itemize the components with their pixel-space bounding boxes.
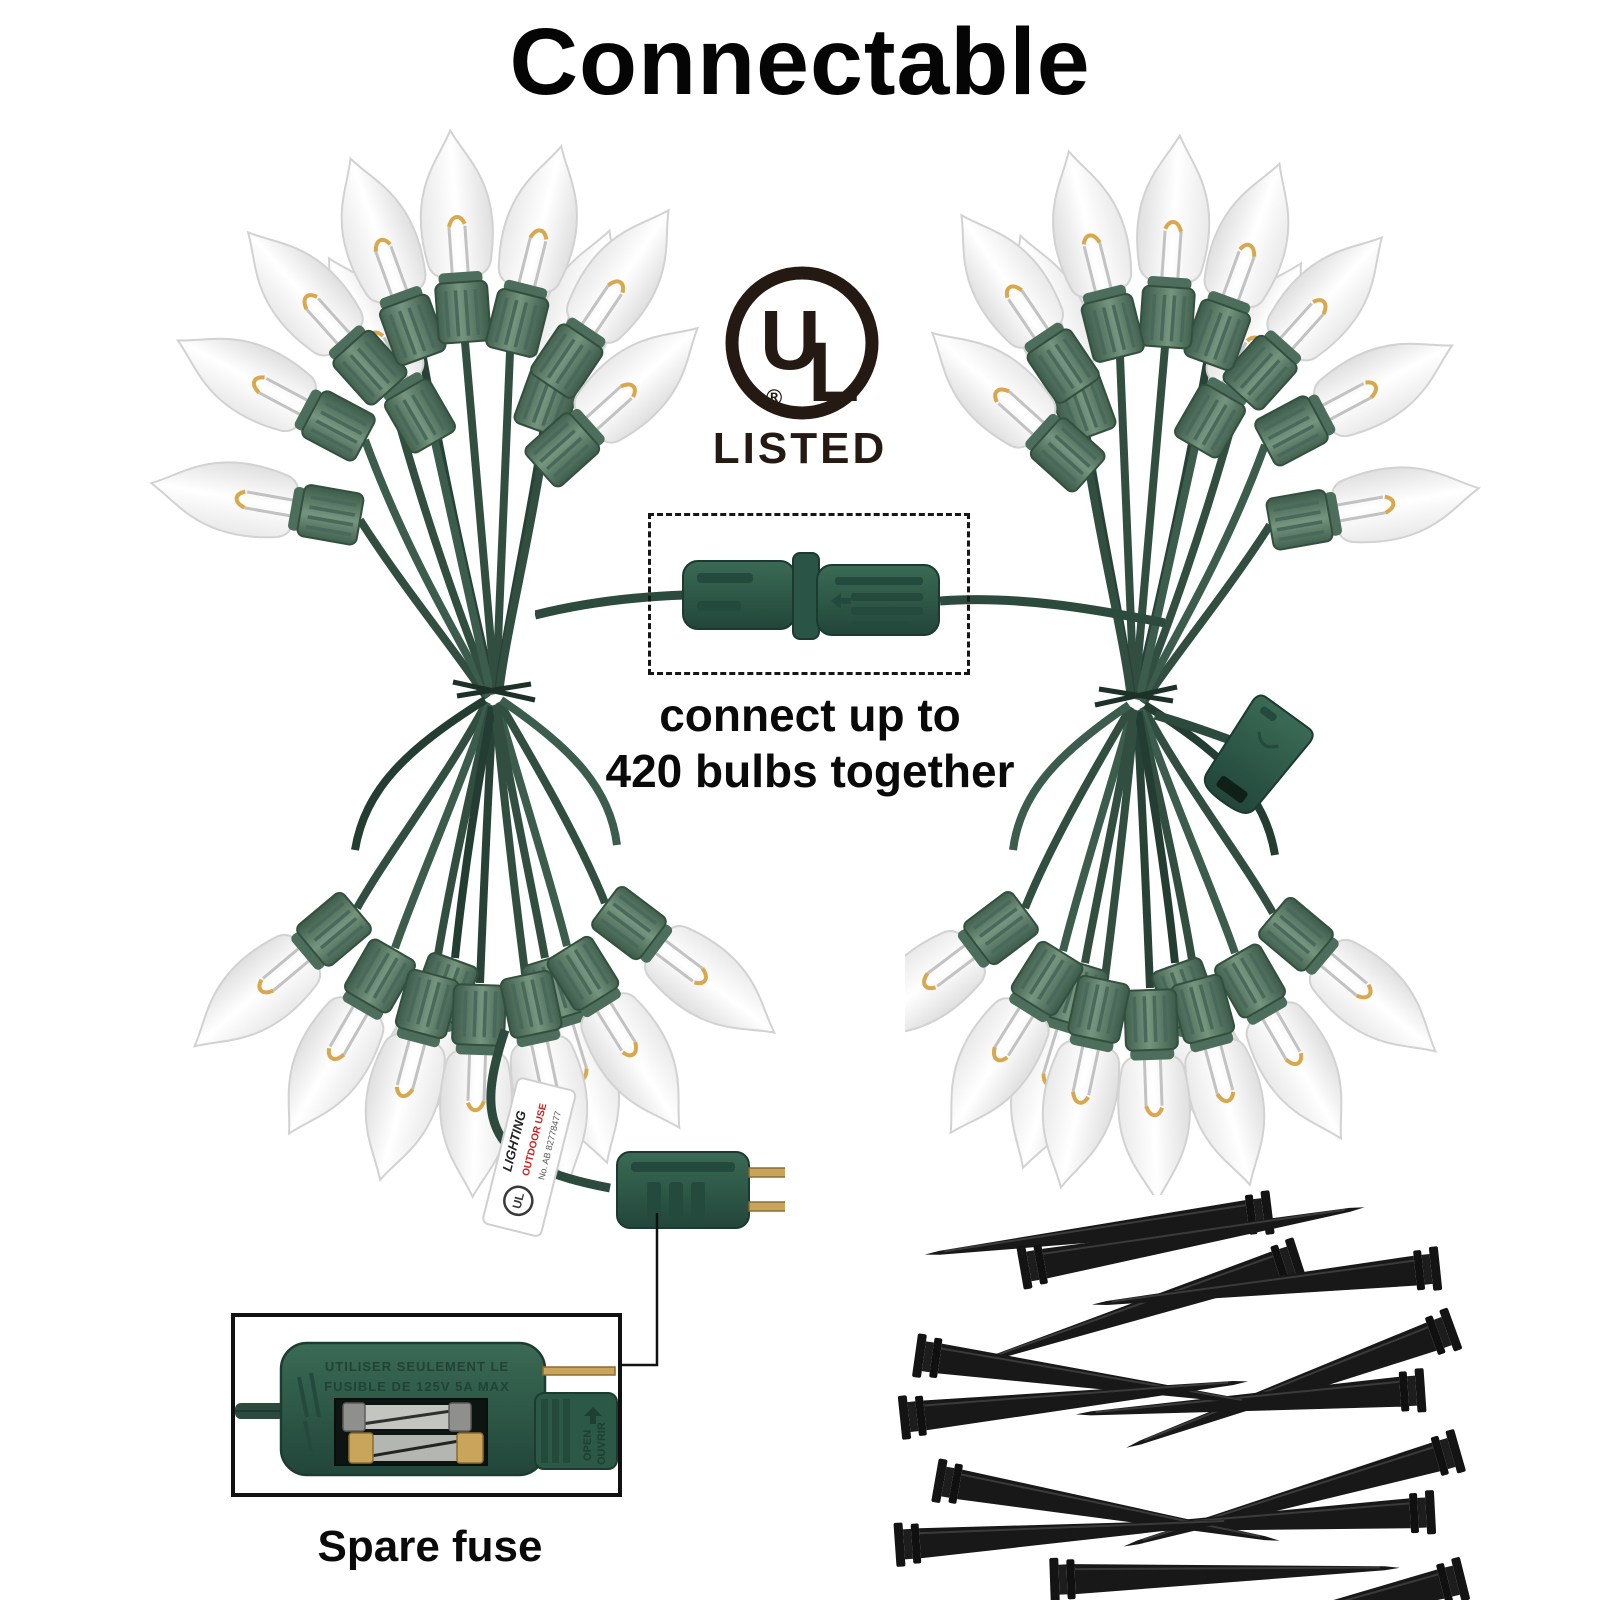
door-ouvrir-text: OUVRIR: [596, 1422, 608, 1465]
embossed-text-line1: UTILISER SEULEMENT LE: [325, 1359, 509, 1374]
female-connector: [1203, 694, 1314, 814]
fuse-callout-line: [616, 1213, 659, 1367]
fuse-inset-box: UTILISER SEULEMENT LE FUSIBLE DE 125V 5A…: [231, 1313, 622, 1497]
ul-listed-label: LISTED: [712, 424, 888, 473]
embossed-text-line2: FUSIBLE DE 125V 5A MAX: [324, 1379, 510, 1394]
callout-line2: 420 bulbs together: [605, 745, 1015, 797]
page-title: Connectable: [509, 9, 1091, 115]
plug-prong: [748, 1167, 785, 1178]
door-open-text: OPEN: [582, 1430, 594, 1461]
tag-ul-circle-icon: [503, 1185, 534, 1217]
ul-letter-u: U: [760, 293, 821, 387]
power-cord: [486, 1028, 611, 1193]
string-lights-right: [905, 95, 1525, 1195]
mated-connectors: [682, 552, 940, 640]
ul-circle-icon: [725, 266, 879, 420]
string-lights-left: UL LIGHTING OUTDOOR USE No. AB 82778477: [105, 90, 785, 1237]
ul-certification-logo: U L ®: [725, 266, 879, 420]
connector-arrow-icon: [831, 593, 851, 609]
fuse-compartment: [334, 1398, 488, 1466]
connector-assembly: [535, 552, 1165, 640]
tag-ul-mark: UL: [510, 1191, 527, 1210]
open-arrow-icon: [584, 1407, 602, 1424]
spare-fuse-caption: Spare fuse: [317, 1522, 543, 1571]
fuse-door: OPEN OUVRIR: [534, 1392, 618, 1470]
ul-letter-l: L: [808, 325, 859, 419]
ul-hang-tag: UL LIGHTING OUTDOOR USE No. AB 82778477: [482, 1077, 577, 1237]
registered-symbol: ®: [766, 385, 782, 410]
plug-prong: [748, 1201, 785, 1212]
callout-line1: connect up to: [659, 689, 961, 741]
fuse-plug-closeup: UTILISER SEULEMENT LE FUSIBLE DE 125V 5A…: [235, 1341, 618, 1477]
fuse-plug-prong: [542, 1366, 616, 1376]
ground-stakes-pile: [892, 1184, 1472, 1600]
male-plug: [616, 1151, 785, 1229]
